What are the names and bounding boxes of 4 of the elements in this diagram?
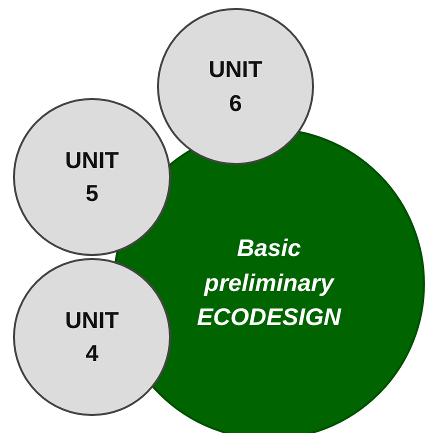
- circle-label: Basic preliminary ECODESIGN: [196, 234, 342, 334]
- circle-label: UNIT 5: [64, 146, 120, 208]
- circle-label: UNIT 4: [64, 306, 120, 368]
- circle-label: UNIT 6: [208, 55, 264, 118]
